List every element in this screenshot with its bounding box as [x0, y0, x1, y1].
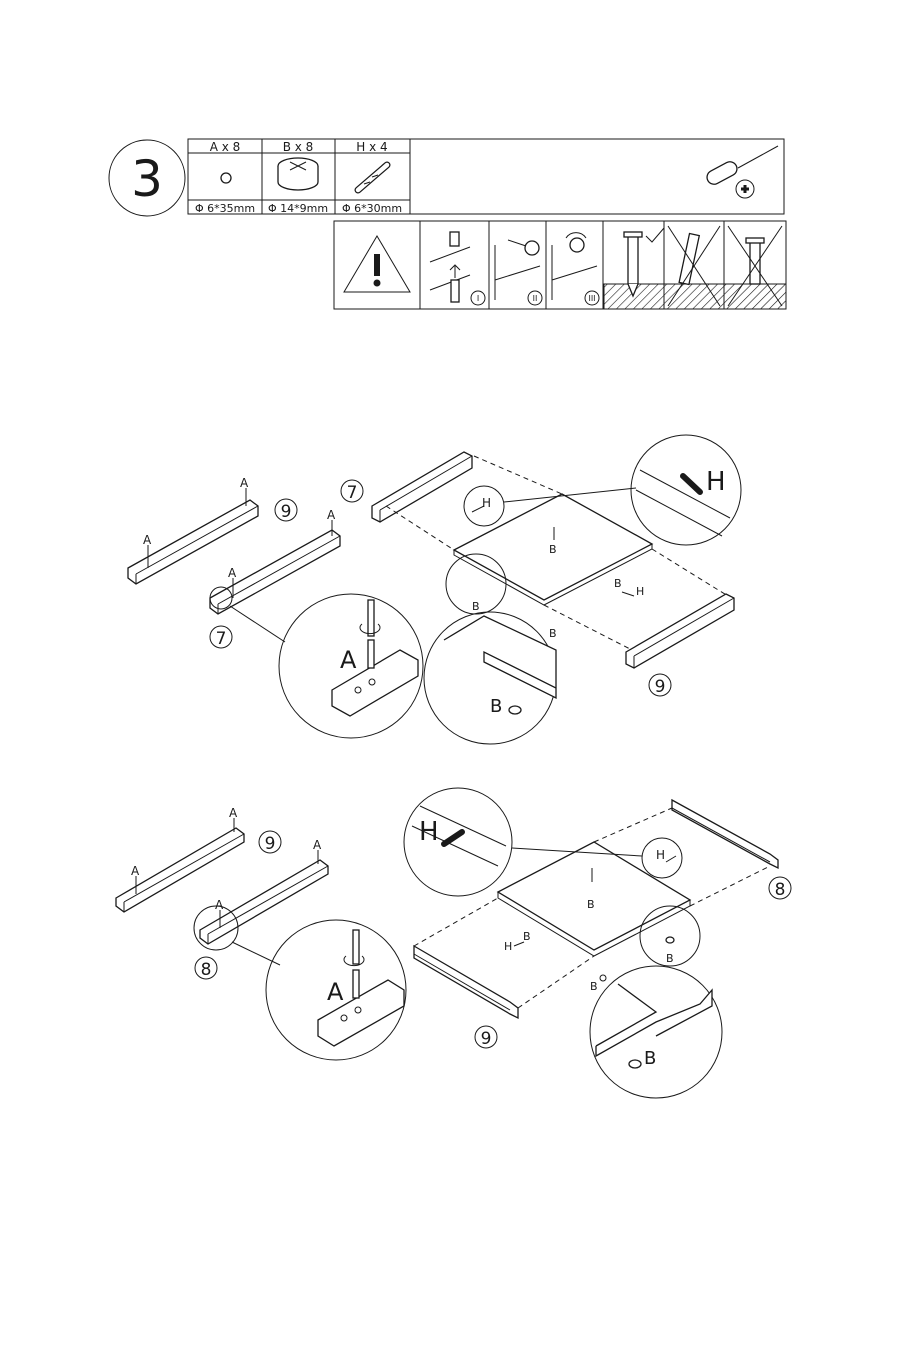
- step-label-ii: II: [533, 294, 538, 303]
- label-a: A: [228, 566, 237, 580]
- cam-bolt-icon: [200, 164, 252, 192]
- callout-cam-lock: B: [640, 906, 700, 966]
- zoom-detail-dowel: H: [404, 788, 512, 896]
- callout-cam-lock: B: [446, 554, 506, 614]
- step-label-iii: III: [588, 294, 595, 303]
- cam-lock-icon: [278, 158, 318, 190]
- label-b: B: [549, 627, 557, 640]
- step-label-i: I: [477, 294, 479, 303]
- zoom-detail-cam-lock: B: [424, 612, 556, 744]
- label-h: H: [636, 585, 644, 598]
- label-a: A: [327, 508, 336, 522]
- phillips-screwdriver-icon: [705, 146, 778, 198]
- install-step-3-icon: III: [552, 233, 599, 305]
- label-b: B: [587, 898, 595, 911]
- step-badge: 3: [109, 140, 185, 216]
- label-a: A: [327, 978, 344, 1006]
- panel-number-9: 9: [481, 1029, 492, 1049]
- warning-panel: I II III: [334, 221, 786, 309]
- label-b: B: [614, 577, 622, 590]
- incorrect-bolt-loose-icon: [724, 226, 786, 309]
- label-a: A: [143, 533, 152, 547]
- part-a-size: Φ 6*35mm: [195, 202, 255, 215]
- panel-number-9: 9: [281, 502, 292, 522]
- label-b: B: [523, 930, 531, 943]
- label-a: A: [215, 898, 224, 912]
- label-b: B: [666, 952, 674, 965]
- checkmark-icon: [646, 228, 664, 242]
- parts-table: A x 8 B x 8 H x 4 Φ 6*35mm Φ 14*9mm Φ 6*…: [188, 139, 784, 215]
- zoom-detail-dowel: H: [631, 435, 741, 545]
- part-b-qty: B x 8: [283, 140, 314, 154]
- zoom-detail-cam-lock: B: [590, 966, 722, 1098]
- panel-number-7: 7: [216, 629, 227, 649]
- incorrect-bolt-angled-icon: [664, 226, 724, 309]
- panel-number-7: 7: [347, 483, 358, 503]
- part-h-size: Φ 6*30mm: [342, 202, 402, 215]
- label-a: A: [340, 646, 357, 674]
- zoom-detail-cam-bolt: A: [266, 920, 406, 1060]
- panel-number-8: 8: [201, 960, 212, 980]
- label-b: B: [472, 600, 480, 613]
- label-h: H: [419, 817, 439, 847]
- label-a: A: [240, 476, 249, 490]
- label-a: A: [313, 838, 322, 852]
- install-step-2-icon: II: [495, 240, 542, 305]
- zoom-detail-cam-bolt: A: [279, 594, 423, 738]
- label-h: H: [706, 467, 726, 497]
- label-b: B: [590, 980, 598, 993]
- frame-side-panel-9: 9: [414, 946, 518, 1049]
- assembly-top: A A 9 A A 7 A: [128, 435, 741, 744]
- step-number: 3: [131, 150, 163, 208]
- label-b: B: [644, 1048, 656, 1069]
- panel-number-9: 9: [265, 834, 276, 854]
- label-b: B: [490, 696, 502, 717]
- label-a: A: [131, 864, 140, 878]
- frame-side-panel-9: 9: [626, 594, 734, 697]
- label-b: B: [549, 543, 557, 556]
- panel-number-8: 8: [775, 880, 786, 900]
- panel-number-9: 9: [655, 677, 666, 697]
- correct-bolt-icon: [604, 228, 664, 309]
- label-h: H: [482, 496, 491, 510]
- label-h: H: [656, 848, 665, 862]
- frame-side-panel-7: 7: [341, 452, 472, 522]
- label-a: A: [229, 806, 238, 820]
- part-h-qty: H x 4: [356, 140, 387, 154]
- label-h: H: [504, 940, 512, 953]
- part-b-size: Φ 14*9mm: [268, 202, 328, 215]
- assembly-bottom: A A 9 A A 8 A: [116, 788, 791, 1098]
- install-step-1-icon: I: [430, 232, 485, 305]
- warning-triangle-icon: [344, 236, 410, 292]
- part-a-qty: A x 8: [210, 140, 241, 154]
- rail-panel-9: A A 9: [116, 806, 281, 912]
- wooden-dowel-icon: [358, 165, 387, 190]
